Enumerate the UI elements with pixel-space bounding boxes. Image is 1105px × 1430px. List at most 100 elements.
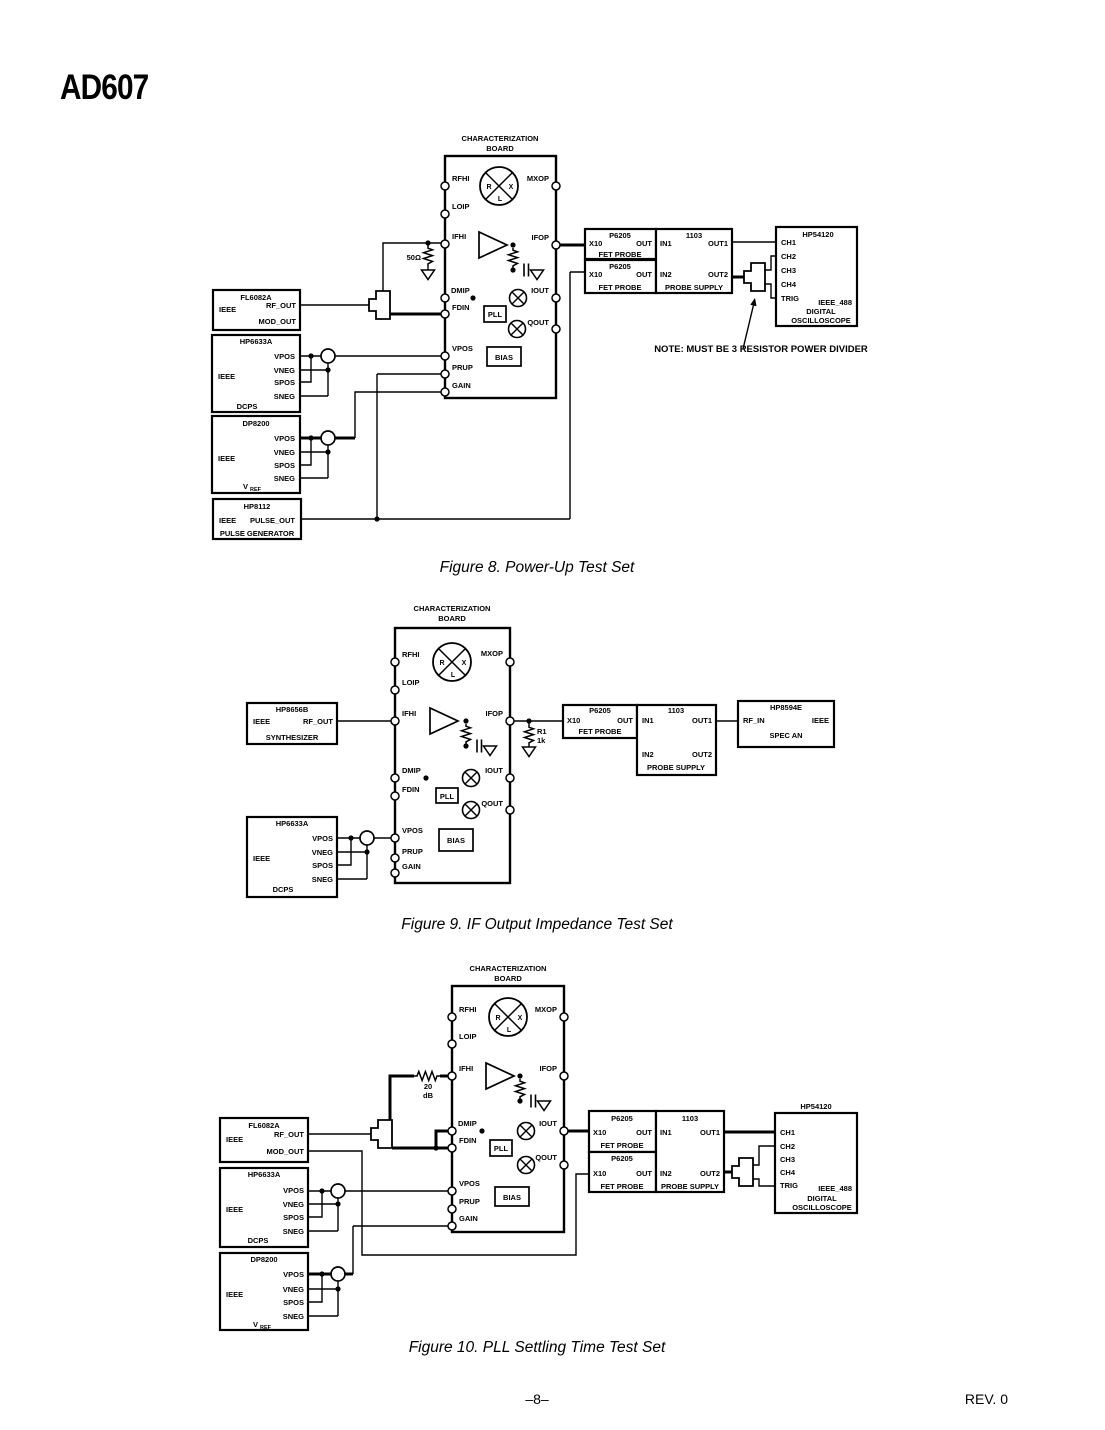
attenuator-value-label: 20: [424, 1082, 432, 1091]
power-divider-icon: [743, 262, 766, 292]
dmip-label: DMIP: [458, 1119, 477, 1128]
spos-port-label: SPOS: [283, 1298, 304, 1307]
junction-dot: [479, 1128, 485, 1134]
pin-rfhi: [440, 181, 450, 191]
junction-dot: [517, 1073, 523, 1079]
amplifier-icon: [485, 1061, 517, 1091]
instrument-name: 1103: [686, 231, 702, 240]
fig9-board-title-line1: CHARACTERIZATION: [414, 604, 491, 613]
fdin-label: FDIN: [452, 303, 470, 312]
junction-dot: [335, 1201, 341, 1207]
x10-label: X10: [593, 1169, 606, 1178]
in1-port-label: IN1: [642, 716, 654, 725]
ch3-port-label: CH3: [780, 1155, 795, 1164]
mixer-l-label: L: [451, 672, 456, 679]
x10-label: X10: [593, 1128, 606, 1137]
junction-dot: [463, 743, 469, 749]
vpos-label: VPOS: [452, 344, 473, 353]
pin-mxop: [551, 181, 561, 191]
pin-loip: [390, 685, 400, 695]
pin-vpos: [390, 833, 400, 843]
vpos-port-label: VPOS: [312, 834, 333, 843]
instrument-hp54120: HP54120 CH1 CH2 CH3 CH4 TRIG IEEE_488 DI…: [774, 225, 859, 328]
pin-qout: [505, 805, 515, 815]
amplifier-icon: [429, 706, 461, 736]
vpos-port-label: VPOS: [274, 352, 295, 361]
instrument-dp8200: DP8200 VPOS VNEG SPOS SNEG IEEE V REF: [210, 414, 302, 495]
page-title: AD607: [60, 68, 149, 107]
instrument-name: DP8200: [242, 419, 269, 428]
x10-label: X10: [589, 270, 602, 279]
pin-fdin: [447, 1143, 457, 1153]
probe-name: P6205: [589, 706, 611, 715]
ieee-port-label: IEEE: [226, 1290, 243, 1299]
in1-port-label: IN1: [660, 1128, 672, 1137]
pll-box: [435, 787, 459, 804]
mixer-r-label: R: [486, 184, 491, 191]
attenuator-unit-label: dB: [423, 1091, 434, 1100]
mod-out-port-label: MOD_OUT: [259, 317, 297, 326]
junction-dot: [335, 1286, 341, 1292]
pll-box: [489, 1139, 513, 1157]
pin-ifop: [559, 1071, 569, 1081]
ifop-label: IFOP: [531, 233, 549, 242]
loip-label: LOIP: [402, 678, 420, 687]
instrument-name: HP6633A: [248, 1170, 281, 1179]
rfhi-label: RFHI: [402, 650, 420, 659]
junction-dot: [510, 242, 516, 248]
mixer-icon: [507, 319, 527, 339]
instrument-type: DCPS: [237, 402, 258, 411]
ch4-port-label: CH4: [780, 1168, 796, 1177]
junction-dot: [374, 516, 380, 522]
instrument-hp8656b: HP8656B IEEE RF_OUT SYNTHESIZER: [245, 701, 339, 746]
dmip-label: DMIP: [451, 286, 470, 295]
junction-dot: [308, 435, 314, 441]
out-port-label: OUT: [617, 716, 633, 725]
probe-name: P6205: [611, 1114, 633, 1123]
rf-out-port-label: RF_OUT: [266, 301, 296, 310]
vpos-port-label: VPOS: [283, 1270, 304, 1279]
p​ulse-out-port-label: PULSE_OUT: [250, 516, 295, 525]
instrument-fl6082a: FL6082A IEEE RF_OUT MOD_OUT: [211, 288, 302, 332]
instrument-type: PROBE SUPPLY: [647, 763, 705, 772]
r1-value-label: 1k: [537, 736, 546, 745]
sneg-port-label: SNEG: [274, 474, 295, 483]
mixer-icon: [516, 1121, 536, 1141]
pin-qout: [559, 1160, 569, 1170]
instrument-hp8594e: HP8594E RF_IN IEEE SPEC AN: [736, 699, 836, 749]
mixer-l-label: L: [498, 196, 503, 203]
pin-iout: [505, 773, 515, 783]
pll-box: [483, 305, 507, 323]
pin-ifop: [551, 240, 561, 250]
prup-label: PRUP: [459, 1197, 480, 1206]
bias-label: BIAS: [495, 353, 513, 362]
note-arrow: [742, 304, 755, 350]
pll-label: PLL: [488, 310, 503, 319]
ch1-port-label: CH1: [781, 238, 796, 247]
mixer-x-label: X: [462, 660, 467, 667]
instrument-type: PULSE GENERATOR: [220, 529, 295, 538]
pin-prup: [390, 853, 400, 863]
ch4-port-label: CH4: [781, 280, 797, 289]
power-divider-icon: [368, 290, 391, 320]
iout-label: IOUT: [531, 286, 549, 295]
junction-dot: [510, 267, 516, 273]
out1-port-label: OUT1: [700, 1128, 720, 1137]
pin-gain: [390, 868, 400, 878]
pin-iout: [551, 293, 561, 303]
fdin-label: FDIN: [402, 785, 420, 794]
pin-ifhi: [390, 716, 400, 726]
fig9-board-title-line2: BOARD: [438, 614, 466, 623]
mxop-label: MXOP: [535, 1005, 557, 1014]
loip-label: LOIP: [452, 202, 470, 211]
ieee-port-label: IEEE: [219, 305, 236, 314]
mxop-label: MXOP: [527, 174, 549, 183]
mxop-label: MXOP: [481, 649, 503, 658]
mixer-icon: [508, 288, 528, 308]
instrument-hp8112: HP8112 IEEE PULSE_OUT PULSE GENERATOR: [211, 497, 303, 541]
vpos-label: VPOS: [459, 1179, 480, 1188]
probe-type: FET PROBE: [599, 250, 642, 259]
ieee-port-label: IEEE: [253, 717, 270, 726]
resistor-icon: [422, 245, 434, 267]
